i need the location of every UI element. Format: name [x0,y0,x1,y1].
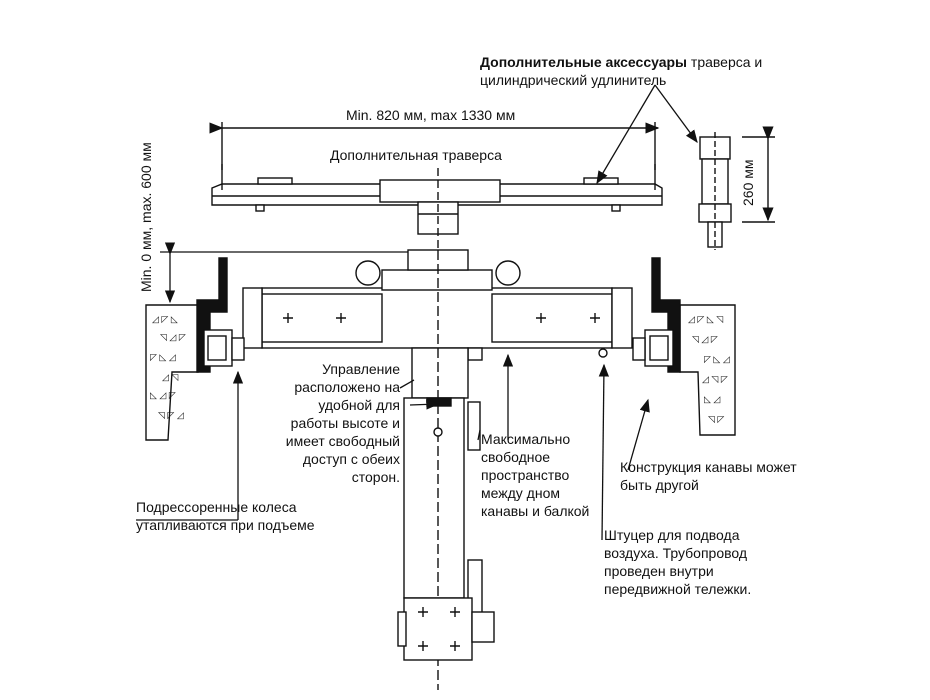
extra-beam-label: Дополнительная траверса [330,147,502,163]
control-line: расположено на [294,379,400,395]
svg-text:◿ ◸ ◺: ◿ ◸ ◺ [152,314,178,324]
svg-text:◹ ◸ ◿: ◹ ◸ ◿ [158,410,184,420]
wheels-line: Подрессоренные колеса [136,499,297,515]
extension-height-label: 260 мм [740,159,756,207]
svg-text:◿ ◹: ◿ ◹ [162,372,178,382]
max-space-line: Максимально [481,431,571,447]
control-line: имеет свободный [285,433,400,449]
spring-wheels [203,329,674,367]
span-dimension-label: Min. 820 мм, max 1330 мм [346,107,516,123]
svg-text:◹ ◿ ◸: ◹ ◿ ◸ [692,334,718,344]
pit-design-line: Конструкция канавы может [620,459,797,475]
air-fitting-line: передвижной тележки. [604,581,752,597]
accessories-label-rest: траверса и [687,54,763,70]
wheels-line: утапливаются при подъеме [136,517,315,533]
control-line: Управление [322,361,400,377]
svg-text:◹ ◸: ◹ ◸ [708,414,724,424]
svg-text:◸ ◺ ◿: ◸ ◺ ◿ [150,352,176,362]
control-line: удобной для [318,397,400,413]
control-line: доступ с обеих [302,451,400,467]
control-line: работы высоте и [290,415,400,431]
svg-text:◸ ◺ ◿: ◸ ◺ ◿ [704,354,730,364]
control-label: Управление расположено на удобной для ра… [260,360,400,486]
max-space-line: свободное [481,449,551,465]
height-dimension [160,242,440,304]
accessories-label: Дополнительные аксессуары траверса и цил… [480,53,762,89]
control-line: сторон. [351,469,400,485]
accessories-label-bold: Дополнительные аксессуары [480,54,688,70]
air-fitting-line: воздуха. Трубопровод [604,545,748,561]
max-space-line: канавы и балкой [481,503,590,519]
wheels-label: Подрессоренные колеса утапливаются при п… [136,498,315,534]
max-space-line: пространство [481,467,570,483]
air-fitting-line: Штуцер для подвода [604,527,740,543]
air-fitting-label: Штуцер для подвода воздуха. Трубопровод … [604,526,751,598]
max-space-line: между дном [481,485,560,501]
concrete-texture: ◿ ◸ ◺ ◹ ◿ ◸ ◸ ◺ ◿ ◿ ◹ ◺ ◿ ◸ ◹ ◸ ◿ ◿ ◸ ◺ ◹ ◹ … [150,314,730,424]
cylindrical-extension [698,126,775,250]
svg-text:◿ ◹ ◸: ◿ ◹ ◸ [702,374,728,384]
svg-text:◺ ◿: ◺ ◿ [704,394,720,404]
pit-design-line: быть другой [620,477,699,493]
max-space-label: Максимально свободное пространство между… [481,430,589,520]
callout-leaders [136,353,650,541]
svg-text:◺ ◿ ◸: ◺ ◿ ◸ [150,390,176,400]
pit-design-label: Конструкция канавы может быть другой [620,458,797,494]
svg-text:◹ ◿ ◸: ◹ ◿ ◸ [160,332,186,342]
accessory-leaders [596,84,698,185]
vertical-range-label: Min. 0 мм, max. 600 мм [138,142,154,292]
air-fitting-line: проведен внутри [604,563,714,579]
accessories-label-line2: цилиндрический удлинитель [480,72,667,88]
auxiliary-traverse [209,122,663,250]
svg-text:◿ ◸ ◺ ◹: ◿ ◸ ◺ ◹ [688,314,723,324]
lift-column [397,250,495,690]
